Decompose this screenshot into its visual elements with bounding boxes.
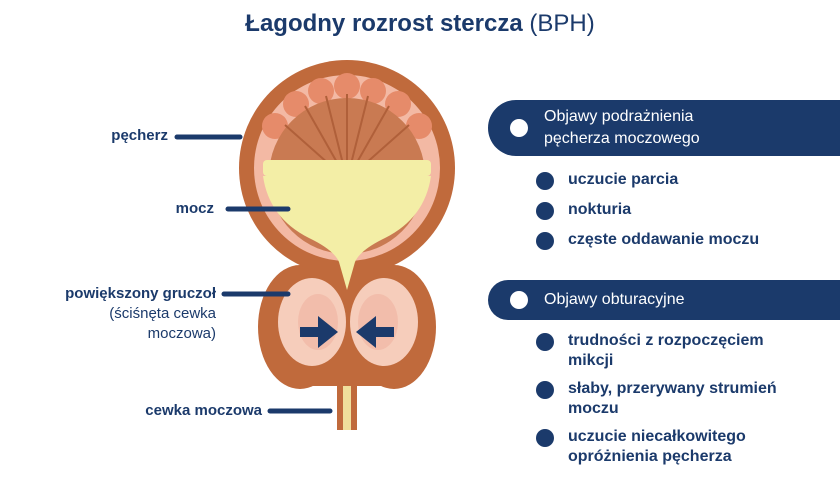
bullet-icon [536,202,554,220]
bullet-icon [536,333,554,351]
label-urethra: cewka moczowa [145,402,262,419]
label-gland: powiększony gruczoł [65,285,216,302]
panel-irritative-header: Objawy podrażnienia pęcherza moczowego [488,100,840,156]
panel-irritative-title-2: pęcherza moczowego [544,130,700,147]
compression-arrow-left-icon [356,316,394,348]
label-urine: mocz [175,200,214,217]
panel-obstructive-title: Objawy obturacyjne [544,291,685,308]
panel-irritative-title-1: Objawy podrażnienia [544,108,694,125]
urine [263,176,431,290]
bladder [239,60,455,290]
label-bladder: pęcherz [111,127,168,144]
label-gland-note-1: (ściśnęta cewka [109,305,216,322]
list-item-text: częste oddawanie moczu [568,231,760,248]
panel-obstructive-header: Objawy obturacyjne [488,280,840,320]
bullet-icon [536,232,554,250]
bullet-icon [536,429,554,447]
label-gland-note-2: moczowa) [147,325,216,342]
list-item-text: nokturia [568,201,632,218]
page-title: Łagodny rozrost stercza (BPH) [0,8,840,40]
title-abbr: (BPH) [529,10,595,37]
urethra-lumen [343,370,351,430]
panel-bullet-icon [510,291,528,309]
bullet-icon [536,381,554,399]
list-item-text: uczucie parcia [568,171,679,188]
title-main: Łagodny rozrost stercza [245,10,523,37]
panel-bullet-icon [510,119,528,137]
bullet-icon [536,172,554,190]
compression-arrow-right-icon [300,316,338,348]
